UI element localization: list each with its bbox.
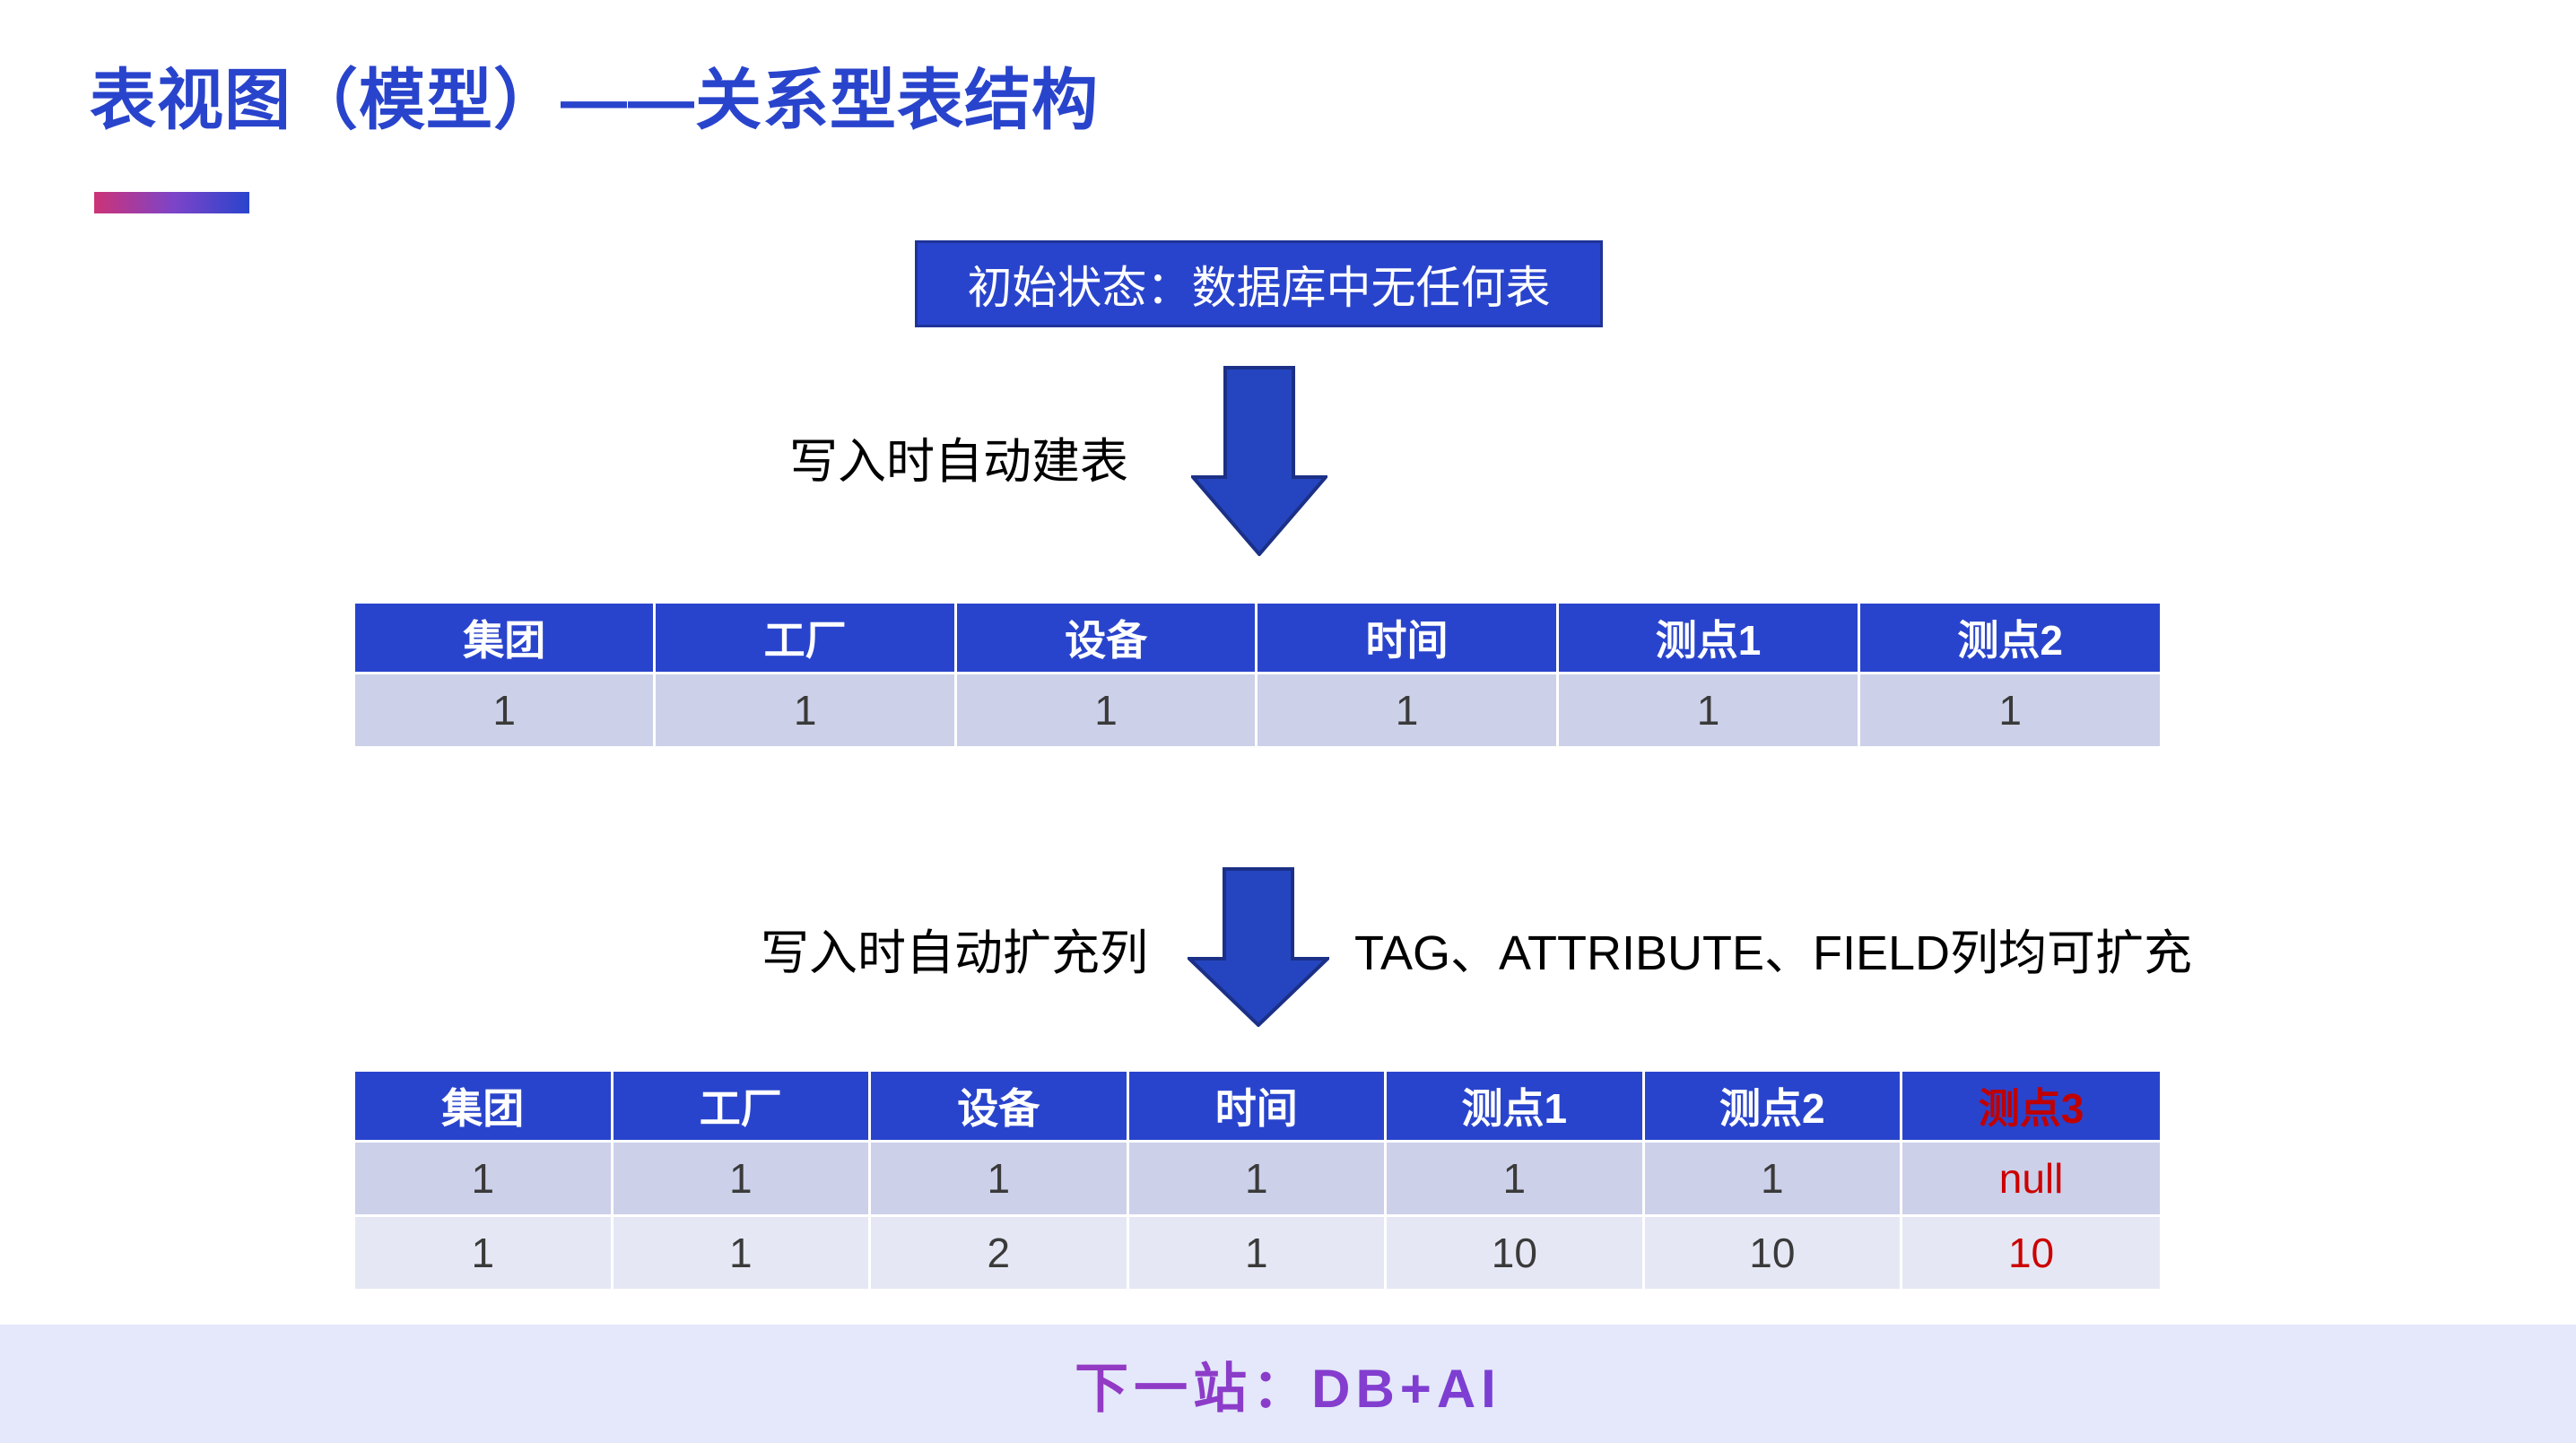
down-arrow-icon — [1188, 867, 1329, 1027]
step-2-caption-left: 写入时自动扩充列 — [761, 926, 1148, 980]
table-two-cell-null: null — [1902, 1143, 2160, 1214]
table-one-header-cell: 测点2 — [1860, 604, 2160, 672]
table-one-header-cell: 集团 — [355, 604, 654, 672]
footer-brand-text: 下一站：DB+AI — [0, 1325, 2576, 1443]
table-two-cell-new-value: 10 — [1902, 1217, 2160, 1289]
table-one-header-cell: 测点1 — [1558, 604, 1858, 672]
page-title: 表视图（模型）——关系型表结构 — [90, 63, 1099, 137]
table-two-header-cell: 测点1 — [1387, 1072, 1642, 1140]
table-one-cell: 1 — [355, 674, 654, 746]
down-arrow-icon — [1191, 366, 1327, 556]
table-two-header-cell: 工厂 — [613, 1072, 869, 1140]
table-two-header-cell: 测点2 — [1644, 1072, 1901, 1140]
table-two-cell: 1 — [871, 1143, 1127, 1214]
table-two-cell: 10 — [1387, 1217, 1642, 1289]
table-row: 1 1 1 1 1 1 — [355, 674, 2160, 746]
table-two-cell: 1 — [355, 1143, 611, 1214]
table-two-cell: 1 — [613, 1143, 869, 1214]
table-row: 1 1 2 1 10 10 10 — [355, 1217, 2160, 1289]
table-two-cell: 10 — [1644, 1217, 1901, 1289]
step-1-caption-left: 写入时自动建表 — [789, 435, 1128, 489]
table-one-cell: 1 — [956, 674, 1256, 746]
table-one-header-cell: 时间 — [1258, 604, 1556, 672]
table-one-cell: 1 — [1860, 674, 2160, 746]
footer-band — [0, 1325, 2576, 1443]
table-one-header-cell: 设备 — [956, 604, 1256, 672]
initial-state-banner: 初始状态：数据库中无任何表 — [915, 240, 1603, 327]
table-header-row: 集团 工厂 设备 时间 测点1 测点2 — [355, 604, 2160, 672]
table-two-cell: 1 — [1387, 1143, 1642, 1214]
table-one-cell: 1 — [1258, 674, 1556, 746]
table-row: 1 1 1 1 1 1 null — [355, 1143, 2160, 1214]
table-two-cell: 1 — [1128, 1143, 1385, 1214]
table-two-cell: 1 — [1644, 1143, 1901, 1214]
table-header-row: 集团 工厂 设备 时间 测点1 测点2 测点3 — [355, 1072, 2160, 1140]
table-one-cell: 1 — [1558, 674, 1858, 746]
table-one-cell: 1 — [656, 674, 954, 746]
title-accent-bar — [94, 192, 249, 213]
table-two-header-cell: 设备 — [871, 1072, 1127, 1140]
step-2-caption-right: TAG、ATTRIBUTE、FIELD列均可扩充 — [1354, 926, 2193, 980]
table-two-cell: 1 — [355, 1217, 611, 1289]
table-two-cell: 2 — [871, 1217, 1127, 1289]
table-expanded-schema: 集团 工厂 设备 时间 测点1 测点2 测点3 1 1 1 1 1 1 null… — [352, 1069, 2163, 1291]
table-two-header-cell-new-column: 测点3 — [1902, 1072, 2160, 1140]
table-one-header-cell: 工厂 — [656, 604, 954, 672]
table-two-cell: 1 — [613, 1217, 869, 1289]
table-two-header-cell: 集团 — [355, 1072, 611, 1140]
table-two-cell: 1 — [1128, 1217, 1385, 1289]
table-initial-schema: 集团 工厂 设备 时间 测点1 测点2 1 1 1 1 1 1 — [352, 601, 2163, 749]
table-two-header-cell: 时间 — [1128, 1072, 1385, 1140]
